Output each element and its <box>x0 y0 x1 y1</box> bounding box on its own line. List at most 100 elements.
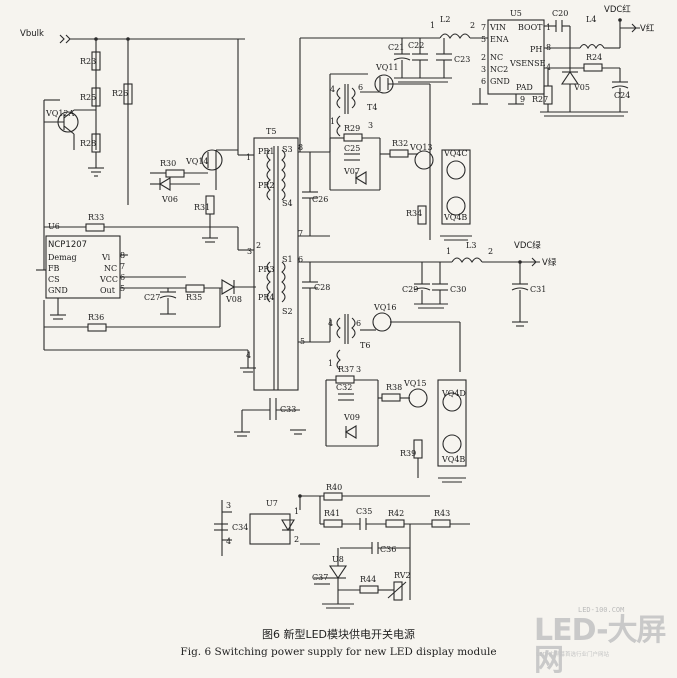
transistor-vq15 <box>408 388 428 408</box>
label-r24: R24 <box>586 53 602 62</box>
t5-pr1: PR1 <box>258 147 275 156</box>
label-r36: R36 <box>88 313 104 322</box>
label-r37: R37 <box>338 365 354 374</box>
u6-pin-vcc: VCC <box>99 275 118 284</box>
resistor-r24 <box>583 63 603 72</box>
t5-pin6: 6 <box>298 255 303 264</box>
t5-pin1: 1 <box>246 153 251 162</box>
watermark-url: LED-100.COM <box>578 606 625 614</box>
diode-v06 <box>158 177 171 191</box>
u6-part: NCP1207 <box>48 240 87 250</box>
ic-u5: U5 VIN ENA NC NC2 GND BOOT PH VSENSE PAD… <box>472 4 655 117</box>
inductor-l4 <box>579 43 605 50</box>
label-v05: V05 <box>573 83 590 92</box>
u5-ref: U5 <box>510 9 522 18</box>
t5-pin7: 7 <box>298 229 303 238</box>
u5-pin-boot: BOOT <box>518 23 543 32</box>
t6-pin6: 6 <box>356 319 361 328</box>
c33-section: C33 <box>234 398 306 437</box>
label-c24: C24 <box>614 91 630 100</box>
label-c25: C25 <box>344 144 360 153</box>
red-output-section: L2 1 2 C21 C22 C23 C26 T4 <box>298 15 488 241</box>
label-r34: R34 <box>406 209 422 218</box>
u7-led <box>281 519 295 532</box>
watermark-logo-text: LED-大屏网 <box>534 613 667 678</box>
ic-u6: U6 NCP1207 Demag Vi FB NC CS VCC GND Out… <box>36 213 239 320</box>
label-l3: L3 <box>466 241 476 250</box>
label-vq14: VQ14 <box>185 157 209 166</box>
transistor-pair-vq4 <box>441 149 471 225</box>
label-r39: R39 <box>400 449 416 458</box>
u5-pin-ena: ENA <box>490 35 509 44</box>
label-r38: R38 <box>386 383 402 392</box>
watermark-logo: LED-100.COM LED-大屏网 LED 大屏幕首选行业门户网站 <box>534 604 674 676</box>
t5-pin2: 2 <box>256 241 261 250</box>
resistor-r38 <box>381 393 401 402</box>
resistor-r41 <box>323 519 343 528</box>
t5-frame <box>253 137 299 391</box>
label-c35: C35 <box>356 507 372 516</box>
transistor-vq14 <box>201 149 223 171</box>
label-vq4d: VQ4D <box>441 389 466 398</box>
diode-v08 <box>221 279 236 295</box>
label-c30: C30 <box>450 285 466 294</box>
gate-drive-section: VQ14 V06 R30 R31 <box>150 149 248 243</box>
watermark-tagline: LED 大屏幕首选行业门户网站 <box>536 652 610 658</box>
potentiometer-rv2 <box>393 581 403 601</box>
u6-pin7-num: 7 <box>120 262 125 271</box>
label-r41: R41 <box>324 509 340 518</box>
label-rv2: RV2 <box>394 571 411 580</box>
label-c36: C36 <box>380 545 396 554</box>
diode-v09 <box>344 425 357 439</box>
resistor-r33 <box>85 223 105 232</box>
resistor-r34 <box>417 205 427 225</box>
label-r27: R27 <box>532 95 548 104</box>
figure-caption-chinese: 图6 新型LED模块供电开关电源 <box>261 628 416 641</box>
label-r35: R35 <box>186 293 202 302</box>
u5-num-1: 1 <box>546 23 551 32</box>
label-r32: R32 <box>392 139 408 148</box>
label-c28: C28 <box>314 283 330 292</box>
label-v09: V09 <box>343 413 360 422</box>
c34-pin3: 3 <box>226 501 231 510</box>
label-c29: C29 <box>402 285 418 294</box>
transistor-vq4b <box>446 196 466 216</box>
t5-ref: T5 <box>266 127 276 136</box>
u6-pin-demag: Demag <box>48 253 77 262</box>
label-c21: C21 <box>388 43 404 52</box>
label-c31: C31 <box>530 285 546 294</box>
label-r33: R33 <box>88 213 104 222</box>
t4-primary <box>336 87 341 109</box>
resistor-r43 <box>431 519 451 528</box>
label-l2: L2 <box>440 15 450 24</box>
c34-pin4: 4 <box>226 537 231 546</box>
u5-num-5: 5 <box>481 35 486 44</box>
t4-pin6: 6 <box>358 83 363 92</box>
u5-num-6: 6 <box>481 77 486 86</box>
transistor-vq16 <box>372 312 392 332</box>
u5-pin-nc2: NC2 <box>490 65 508 74</box>
label-r30: R30 <box>160 159 176 168</box>
resistor-r30 <box>165 169 185 178</box>
feedback-section: 3 4 C34 U7 1 2 R40 R41 C35 R42 R43 <box>214 483 470 609</box>
t4-secondary <box>336 115 341 137</box>
shunt-regulator-u8 <box>328 565 348 579</box>
u7-ref: U7 <box>266 499 278 508</box>
label-r28: R28 <box>80 139 96 148</box>
transistor-vq13 <box>414 150 434 170</box>
u5-num-7: 7 <box>481 23 486 32</box>
ic-u6-body <box>45 235 121 299</box>
u5-pin-ph: PH <box>530 45 542 54</box>
t5-s3: S3 <box>282 145 293 154</box>
u5-pin-pad: PAD <box>516 83 533 92</box>
u6-pin-vi: Vi <box>101 253 111 262</box>
t5-s2: S2 <box>282 307 293 316</box>
transistor-vq4c <box>446 160 466 180</box>
transistor-vq4b-lower <box>442 434 462 454</box>
resistor-r23 <box>91 51 101 71</box>
label-v07: V07 <box>343 167 360 176</box>
label-r40: R40 <box>326 483 342 492</box>
label-vq13: VQ13 <box>409 143 433 152</box>
u6-pin-nc: NC <box>104 264 117 273</box>
resistor-r29 <box>343 133 363 142</box>
